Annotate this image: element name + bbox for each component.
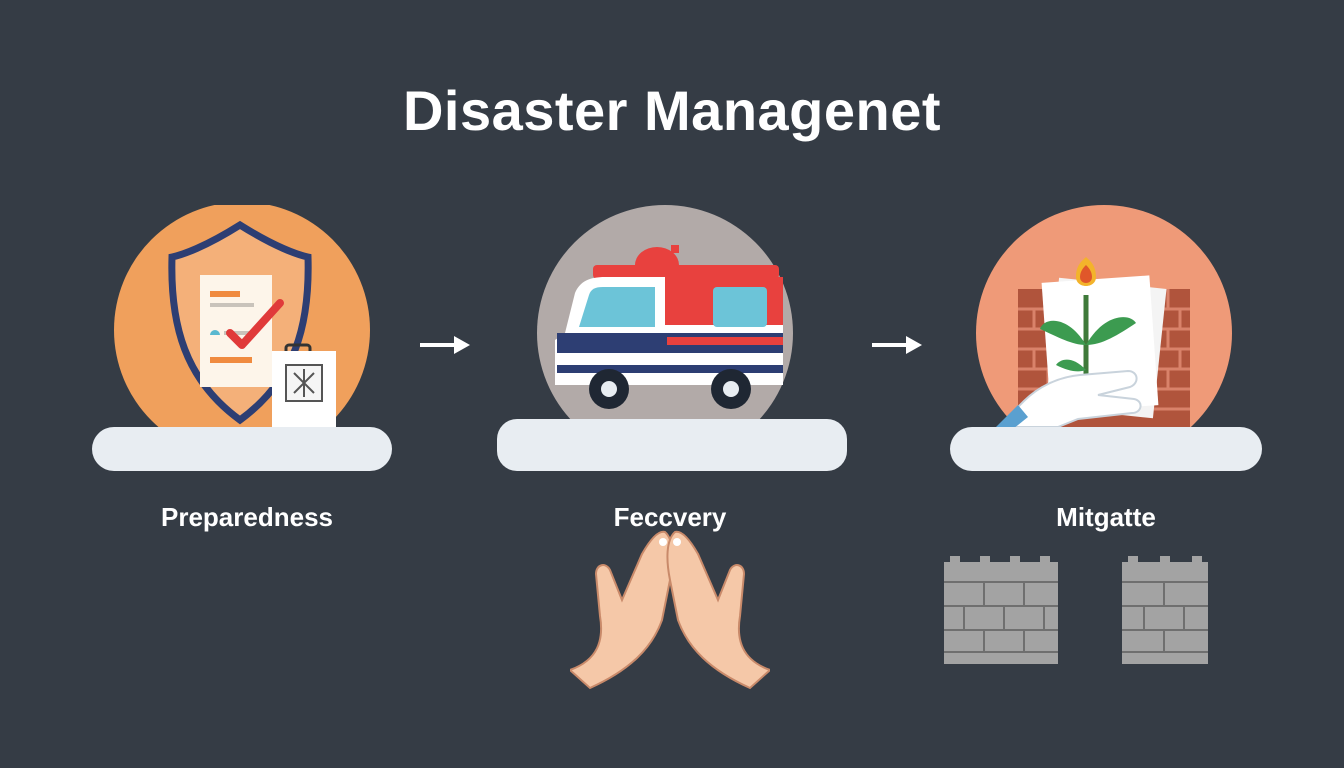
stage-label-mitigate: Mitgatte xyxy=(1056,502,1156,532)
stage-label-recovery: Feccvery xyxy=(613,502,727,532)
stage-mitigate xyxy=(948,205,1264,475)
brick-wall-icon xyxy=(944,556,1058,664)
stage-label-preparedness: Preparedness xyxy=(161,502,333,532)
stage-recovery xyxy=(495,205,850,475)
page-title: Disaster Managenet xyxy=(402,79,942,142)
praying-hands-icon xyxy=(570,530,770,690)
shield-checklist-icon xyxy=(92,205,392,471)
ambulance-icon xyxy=(497,205,847,471)
arrow-right-icon xyxy=(420,336,470,354)
stage-preparedness xyxy=(90,205,400,475)
arrow-right-icon xyxy=(872,336,922,354)
plant-in-hand-icon xyxy=(950,205,1262,471)
brick-wall-icon xyxy=(1122,556,1208,664)
